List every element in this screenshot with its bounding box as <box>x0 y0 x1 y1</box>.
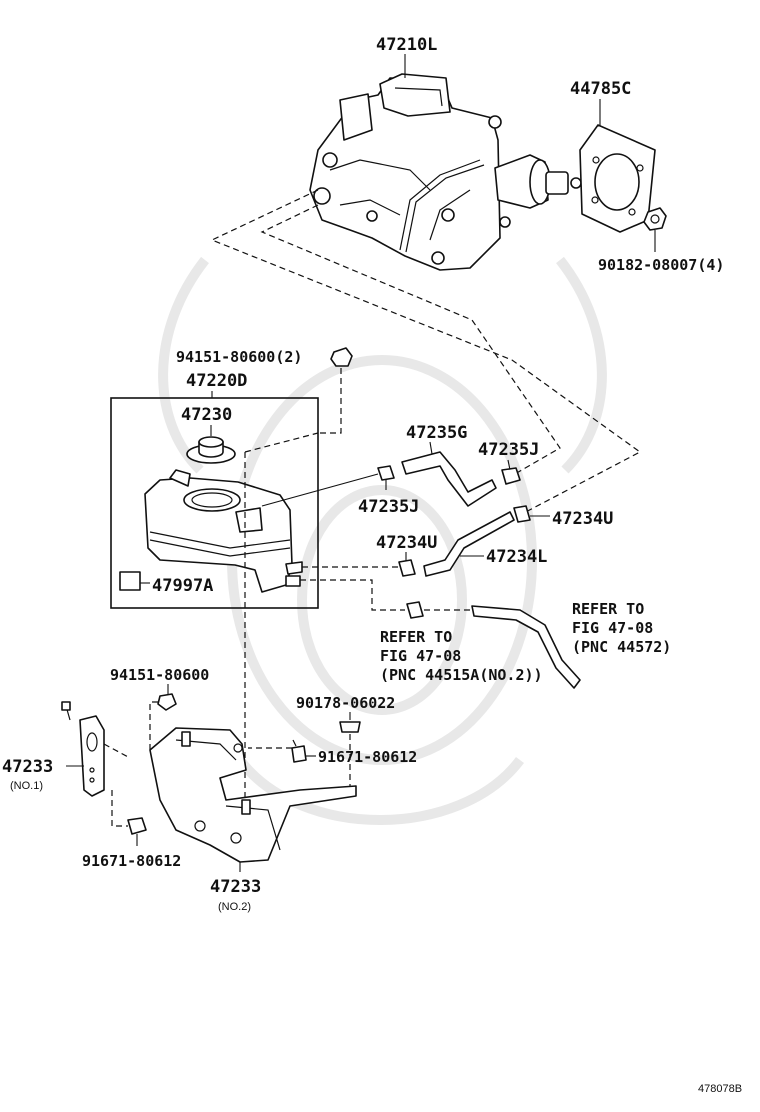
bolt-upper-icon <box>339 721 361 733</box>
hose-l-drawing <box>423 511 515 577</box>
label-reservoir-nut: 94151-80600(2) <box>176 348 302 366</box>
dashed-connection-outer <box>210 189 642 516</box>
label-bolt-upper: 90178-06022 <box>296 694 395 712</box>
dashed-bracket-nut <box>149 701 158 750</box>
label-clip-u-left: 47234U <box>376 533 437 553</box>
dashed-tank-refer <box>300 579 405 611</box>
dashed-reservoir-nut <box>318 368 342 434</box>
brake-booster-assy-drawing <box>309 73 582 271</box>
label-plate-icon <box>119 571 141 591</box>
label-bracket-no2: 47233 <box>210 877 261 897</box>
figure-id: 478078B <box>698 1083 742 1095</box>
label-hose-g: 47235G <box>406 423 467 443</box>
label-bracket-no1-sub: (NO.1) <box>10 780 43 792</box>
label-nut-bracket: 94151-80600 <box>110 666 209 684</box>
dashed-connection-inner <box>260 204 561 479</box>
refer-left-line3: (PNC 44515A(NO.2)) <box>380 666 543 684</box>
refer-right-line2: FIG 47-08 <box>572 619 653 637</box>
leader-hose-g <box>429 441 433 455</box>
bolt-right-icon <box>291 739 307 763</box>
refer-right-hose-drawing <box>471 605 581 689</box>
dashed-bolt-left <box>111 790 128 827</box>
label-hose-l: 47234L <box>486 547 547 567</box>
hose-g-drawing <box>401 451 497 507</box>
booster-nut-icon <box>643 207 667 231</box>
refer-left-line1: REFER TO <box>380 628 452 646</box>
reservoir-cap-drawing <box>186 436 236 464</box>
label-bolt-left: 91671-80612 <box>82 852 181 870</box>
label-gasket: 44785C <box>570 79 631 99</box>
bracket-no1-drawing <box>61 701 105 797</box>
label-bolt-right: 91671-80612 <box>318 748 417 766</box>
label-cap: 47230 <box>181 405 232 425</box>
leader-tank-to-hose <box>261 473 379 507</box>
gasket-drawing <box>579 124 656 233</box>
clip-j-upper-icon <box>501 467 521 485</box>
clip-j-lower-icon <box>377 465 395 481</box>
label-clip-j-lower: 47235J <box>358 497 419 517</box>
refer-right-line1: REFER TO <box>572 600 644 618</box>
reservoir-tank-drawing <box>144 469 303 593</box>
refer-left-line2: FIG 47-08 <box>380 647 461 665</box>
label-bracket-no1: 47233 <box>2 757 53 777</box>
label-bracket-no2-sub: (NO.2) <box>218 901 251 913</box>
label-clip-u-right: 47234U <box>552 509 613 529</box>
refer-left-clip-icon <box>406 601 424 619</box>
bolt-left-icon <box>127 817 147 835</box>
bracket-no2-drawing <box>149 727 357 863</box>
label-label-plate: 47997A <box>152 576 213 596</box>
dashed-bracket-no1 <box>103 743 131 759</box>
dashed-reservoir-top <box>244 432 319 453</box>
bracket-nut-icon <box>157 693 177 711</box>
label-reservoir-assy: 47220D <box>186 371 247 391</box>
refer-right-line3: (PNC 44572) <box>572 638 671 656</box>
clip-u-right-icon <box>513 505 531 523</box>
reservoir-assy-box <box>110 397 319 609</box>
reservoir-nut-icon <box>330 347 353 367</box>
label-booster-assy: 47210L <box>376 35 437 55</box>
label-clip-j-upper: 47235J <box>478 440 539 460</box>
label-booster-nut: 90182-08007(4) <box>598 256 724 274</box>
clip-u-left-icon <box>398 559 416 577</box>
